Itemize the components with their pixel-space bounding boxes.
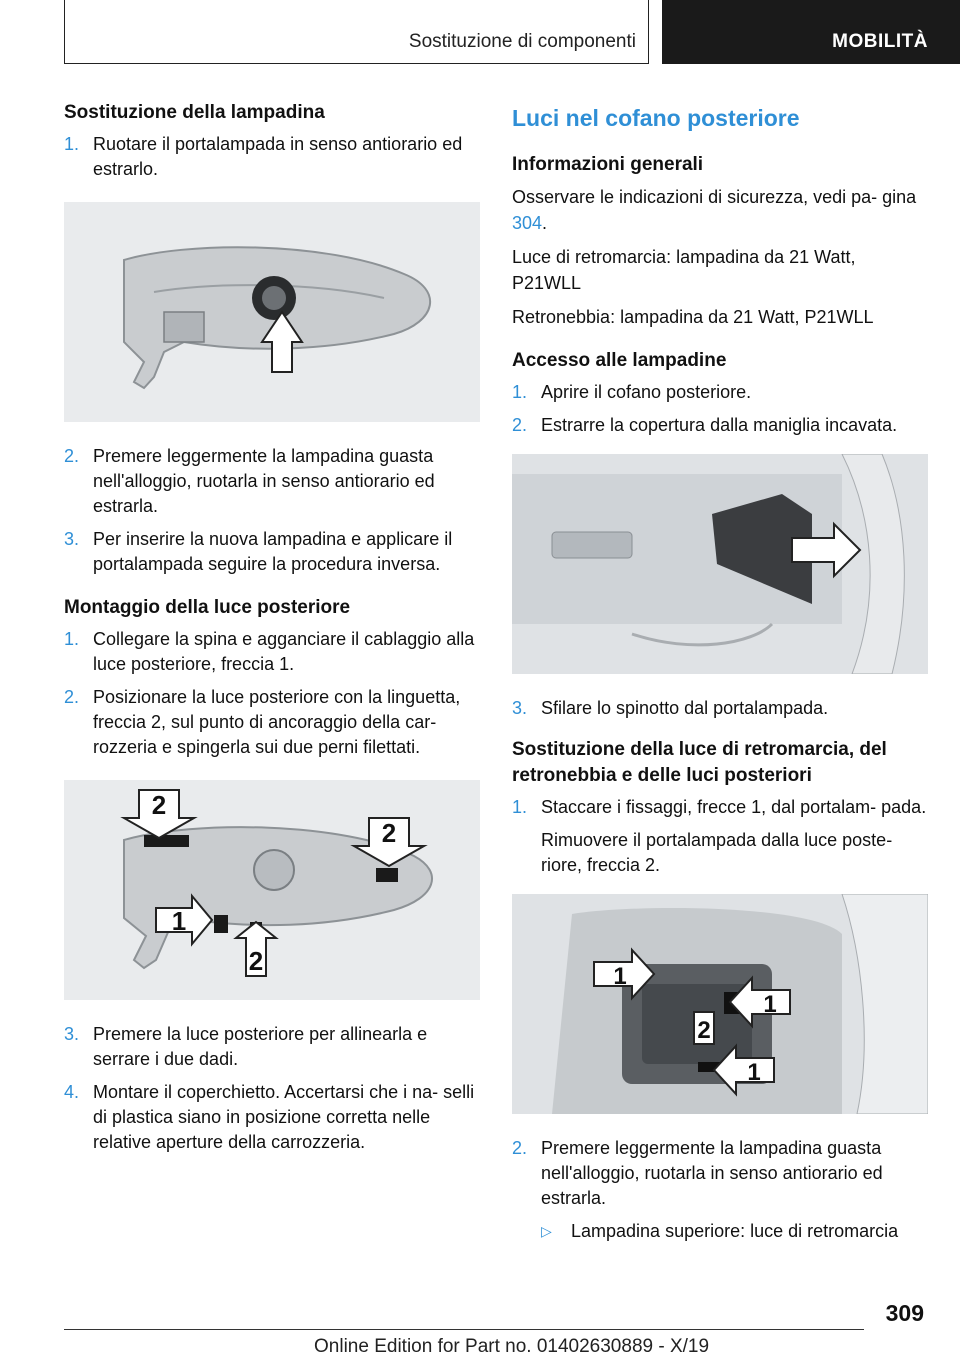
section-bulb-replacement: Sostituzione della lampadina 1. Ruotare i… bbox=[64, 100, 480, 182]
step-text: Per inserire la nuova lampadina e applic… bbox=[93, 529, 453, 574]
figure-taillight-mounting: 2 2 1 2 bbox=[64, 780, 480, 1000]
step-item: 1. Ruotare il portalampada in senso antio… bbox=[64, 132, 480, 182]
step-number: 2. bbox=[512, 415, 528, 435]
step-item: 2. Premere leggermente la lampadina guast… bbox=[512, 1136, 928, 1244]
step-number: 1. bbox=[64, 134, 80, 154]
heading-replace-lights: Sostituzione della luce di retromarcia, … bbox=[512, 739, 887, 786]
step-text: Ruotare il portalampada in senso antiora… bbox=[93, 134, 463, 179]
header-frame: Sostituzione di componenti bbox=[64, 0, 649, 64]
callout-label: 1 bbox=[763, 991, 776, 1018]
left-column: Sostituzione della lampadina 1. Ruotare i… bbox=[64, 100, 480, 1163]
footer-edition: Online Edition for Part no. 01402630889 … bbox=[314, 1336, 710, 1357]
callout-label: 2 bbox=[249, 946, 263, 976]
bullet-text: Lampadina superiore: luce di retromarcia bbox=[571, 1221, 899, 1241]
heading-mounting: Montaggio della luce posteriore bbox=[64, 597, 351, 618]
step-text: Premere la luce posteriore per allinearl… bbox=[93, 1024, 428, 1069]
lamp-holder-fasteners-illustration: 1 1 2 1 bbox=[512, 894, 928, 1114]
step-number: 3. bbox=[64, 1024, 80, 1044]
step-item: 2. Estrarre la copertura dalla maniglia i… bbox=[512, 413, 928, 438]
step-number: 3. bbox=[64, 529, 80, 549]
header-section-title: Sostituzione di componenti bbox=[408, 31, 636, 52]
step-text: Premere leggermente la lampadina guasta … bbox=[93, 446, 435, 516]
heading-general-info: Informazioni generali bbox=[512, 154, 704, 175]
header-chapter-tab: MOBILITÀ bbox=[662, 0, 960, 64]
callout-label: 2 bbox=[152, 790, 166, 820]
figure-lamp-holder-fasteners: 1 1 2 1 bbox=[512, 894, 928, 1114]
footer-divider bbox=[64, 1329, 864, 1330]
step-text: Montare il coperchietto. Accertarsi che … bbox=[93, 1082, 475, 1152]
step-text: Posizionare la luce posteriore con la li… bbox=[93, 687, 461, 757]
step-number: 2. bbox=[64, 446, 80, 466]
steps-c: 1. Collegare la spina e agganciare il cab… bbox=[64, 627, 480, 760]
bullet-item: ▷ Lampadina superiore: luce di retromarci… bbox=[541, 1219, 928, 1244]
triangle-bullet-icon: ▷ bbox=[541, 1223, 552, 1239]
heading-bulb-replacement: Sostituzione della lampadina bbox=[64, 102, 325, 123]
step-item: 1. Staccare i fissaggi, frecce 1, dal por… bbox=[512, 795, 928, 878]
step-number: 1. bbox=[64, 629, 80, 649]
figure-lamp-holder bbox=[64, 202, 480, 422]
step-text: Sfilare lo spinotto dal portalampada. bbox=[541, 698, 829, 718]
callout-label: 1 bbox=[747, 1059, 760, 1086]
access-steps: 1. Aprire il cofano posteriore. 2. Estrarr… bbox=[512, 380, 928, 438]
replace-steps-2: 2. Premere leggermente la lampadina guast… bbox=[512, 1136, 928, 1244]
steps-b: 2. Premere leggermente la lampadina guast… bbox=[64, 444, 480, 577]
safety-text: Osservare le indicazioni di sicurezza, v… bbox=[512, 187, 917, 207]
steps-d: 3. Premere la luce posteriore per allinea… bbox=[64, 1022, 480, 1155]
header-chapter-label: MOBILITÀ bbox=[832, 31, 928, 52]
step-number: 2. bbox=[512, 1138, 528, 1158]
step-item: 2. Posizionare la luce posteriore con la … bbox=[64, 685, 480, 760]
reverse-light-spec: Luce di retromarcia: lampadina da 21 Wat… bbox=[512, 247, 856, 293]
step-item: 3. Sfilare lo spinotto dal portalampada. bbox=[512, 696, 928, 721]
step-subtext: Rimuovere il portalampada dalla luce pos… bbox=[541, 830, 893, 875]
tailgate-cover-illustration bbox=[512, 454, 928, 674]
callout-label: 1 bbox=[613, 963, 626, 990]
step-item: 3. Premere la luce posteriore per allinea… bbox=[64, 1022, 480, 1072]
step-number: 4. bbox=[64, 1082, 80, 1102]
step-number: 1. bbox=[512, 797, 528, 817]
step-number: 2. bbox=[64, 687, 80, 707]
section-mounting: Montaggio della luce posteriore 1. Colleg… bbox=[64, 595, 480, 760]
step-number: 1. bbox=[512, 382, 528, 402]
taillight-mounting-illustration: 2 2 1 2 bbox=[64, 780, 480, 1000]
safety-reference: Osservare le indicazioni di sicurezza, v… bbox=[512, 184, 928, 236]
step-item: 3. Per inserire la nuova lampadina e appl… bbox=[64, 527, 480, 577]
step-number: 3. bbox=[512, 698, 528, 718]
page-reference-link[interactable]: 304 bbox=[512, 213, 543, 233]
steps-a: 1. Ruotare il portalampada in senso antio… bbox=[64, 132, 480, 182]
step-text: Premere leggermente la lampadina guasta … bbox=[541, 1138, 883, 1208]
step-text: Staccare i fissaggi, frecce 1, dal porta… bbox=[541, 797, 927, 817]
section-replace-lights: Sostituzione della luce di retromarcia, … bbox=[512, 737, 928, 878]
page-number: 309 bbox=[885, 1300, 924, 1326]
step-text: Collegare la spina e agganciare il cabla… bbox=[93, 629, 475, 674]
fog-light-spec: Retronebbia: lampadina da 21 Watt, P21WL… bbox=[512, 307, 874, 327]
callout-label: 1 bbox=[172, 906, 186, 936]
safety-text-end: . bbox=[542, 213, 548, 233]
replace-steps-1: 1. Staccare i fissaggi, frecce 1, dal por… bbox=[512, 795, 928, 878]
step-item: 4. Montare il coperchietto. Accertarsi ch… bbox=[64, 1080, 480, 1155]
callout-label: 2 bbox=[697, 1017, 710, 1044]
section-title: Luci nel cofano posteriore bbox=[512, 105, 800, 131]
heading-access: Accesso alle lampadine bbox=[512, 350, 727, 371]
access-step-3: 3. Sfilare lo spinotto dal portalampada. bbox=[512, 696, 928, 721]
figure-tailgate-cover bbox=[512, 454, 928, 674]
step-text: Aprire il cofano posteriore. bbox=[541, 382, 752, 402]
step-text: Estrarre la copertura dalla maniglia inc… bbox=[541, 415, 898, 435]
right-column: Luci nel cofano posteriore Informazioni … bbox=[512, 100, 928, 1252]
step-item: 1. Collegare la spina e agganciare il cab… bbox=[64, 627, 480, 677]
callout-label: 2 bbox=[382, 818, 396, 848]
step-item: 1. Aprire il cofano posteriore. bbox=[512, 380, 928, 405]
lamp-holder-illustration bbox=[64, 202, 480, 422]
step-item: 2. Premere leggermente la lampadina guast… bbox=[64, 444, 480, 519]
